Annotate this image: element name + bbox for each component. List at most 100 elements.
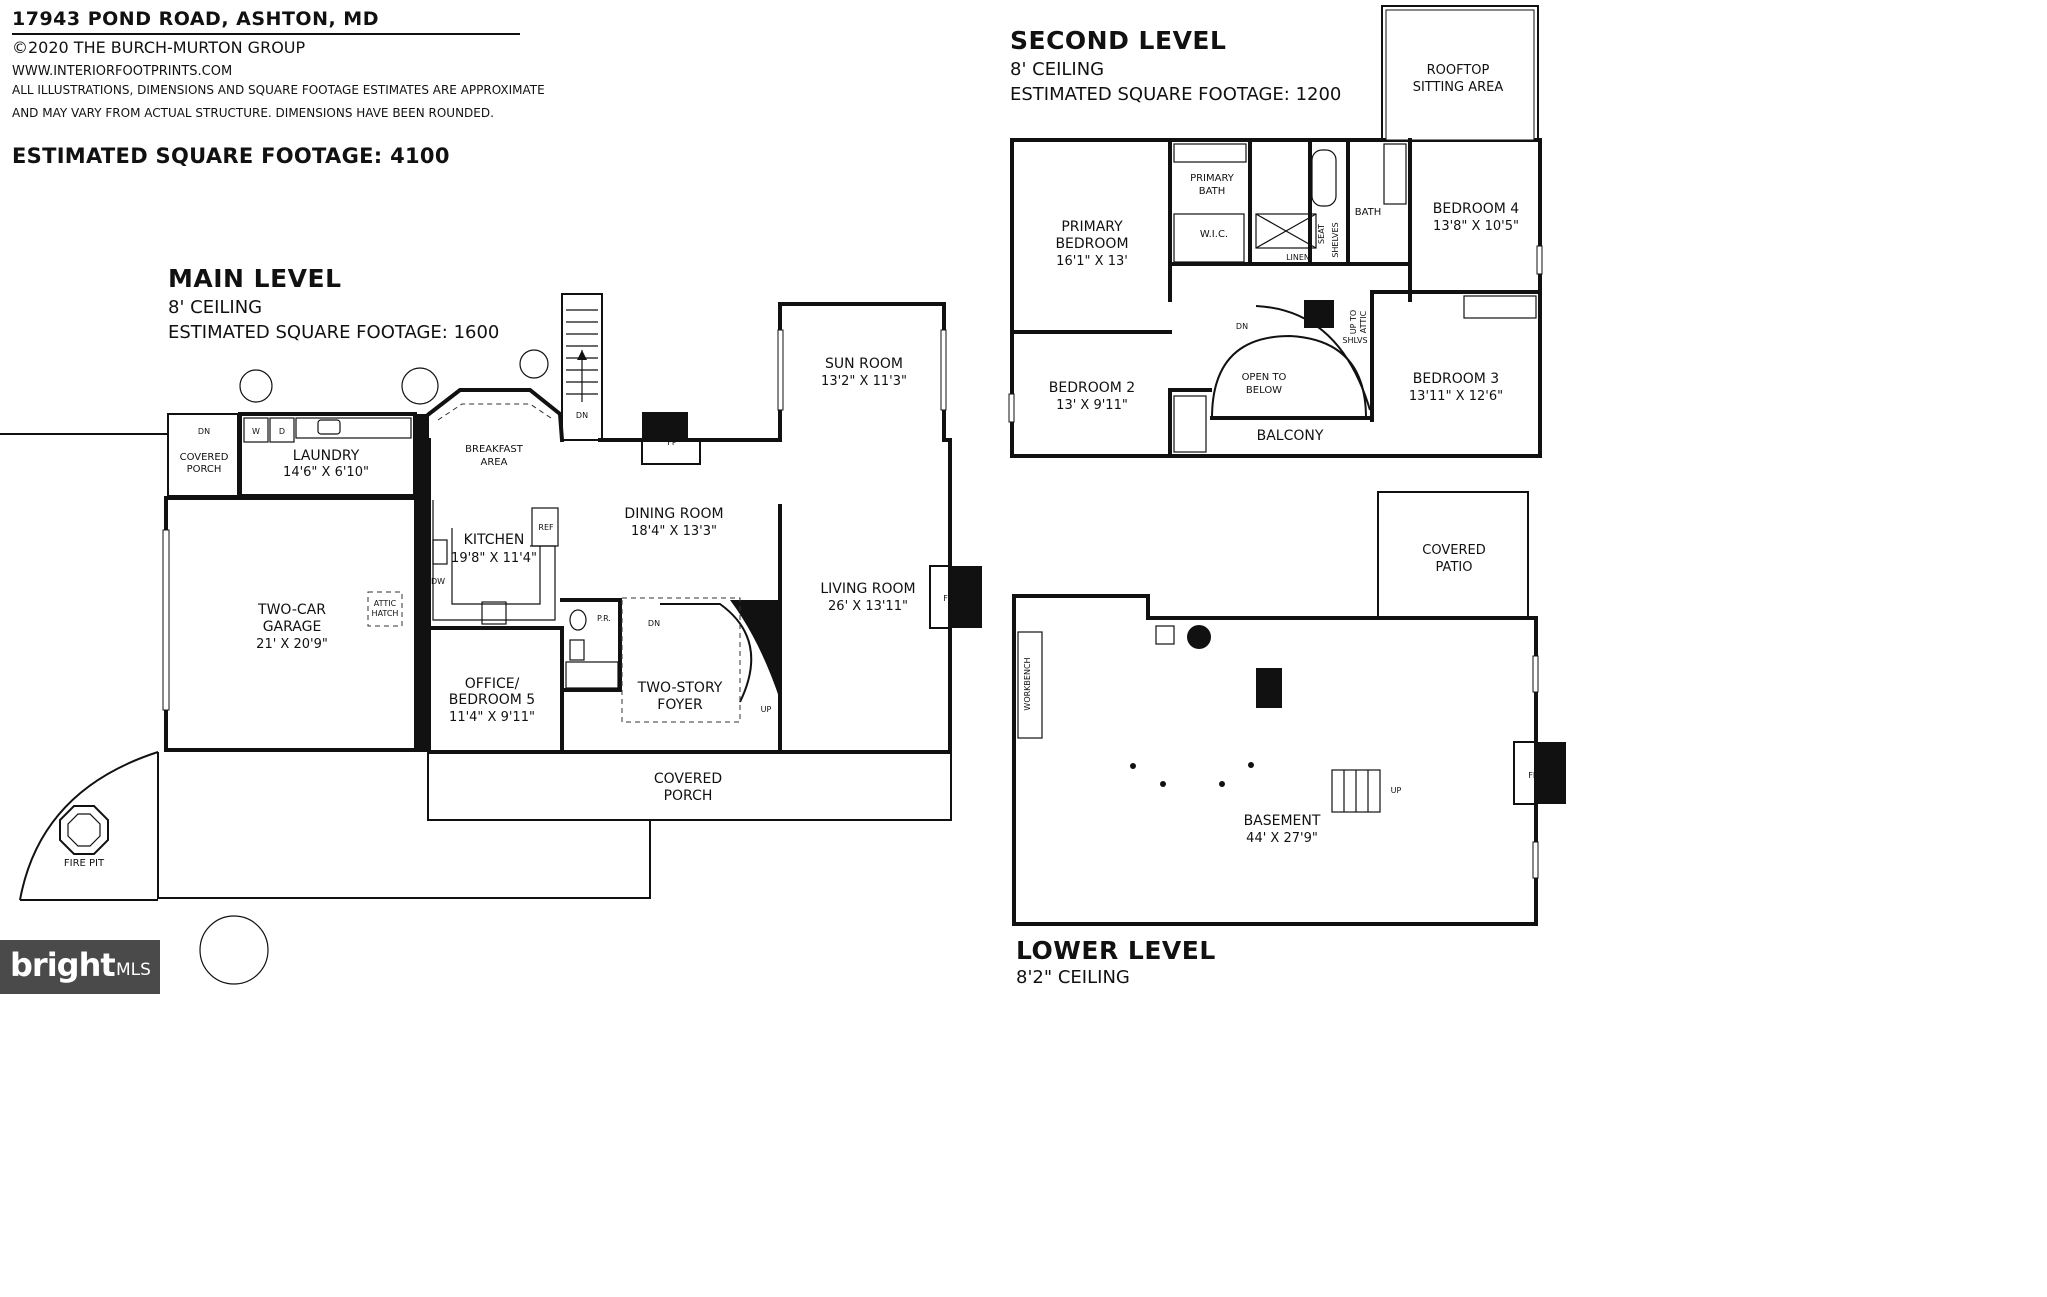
breakfast-label-2: AREA xyxy=(481,457,508,468)
total-square-footage: ESTIMATED SQUARE FOOTAGE: 4100 xyxy=(12,144,450,168)
shrub-2 xyxy=(401,367,439,405)
attic-hatch-label-2: HATCH xyxy=(372,609,399,618)
basement-up-label: UP xyxy=(1391,786,1402,795)
disclaimer-line-2: AND MAY VARY FROM ACTUAL STRUCTURE. DIME… xyxy=(12,106,494,120)
patio-arc xyxy=(19,751,159,901)
dining-hearth xyxy=(641,439,701,465)
foyer-open-area xyxy=(621,597,741,723)
main-level-title: MAIN LEVEL xyxy=(168,264,342,293)
rooftop-label-1: ROOFTOP xyxy=(1427,63,1490,78)
covered-patio-label-2: PATIO xyxy=(1436,560,1473,575)
washer xyxy=(243,417,269,443)
garage-door xyxy=(162,529,170,711)
main-level-sqft: ESTIMATED SQUARE FOOTAGE: 1600 xyxy=(168,322,500,343)
laundry-dimensions: 14'6" X 6'10" xyxy=(283,465,369,480)
second-level-title: SECOND LEVEL xyxy=(1010,26,1227,55)
kitchen-label: KITCHEN xyxy=(464,532,525,548)
lower-level-plan: COVERED PATIO WORKBENCH FP UP BASEMENT 4… xyxy=(1012,491,1566,926)
workbench-label: WORKBENCH xyxy=(1023,657,1032,710)
bedroom2-closet xyxy=(1173,395,1207,453)
second-level-sqft: ESTIMATED SQUARE FOOTAGE: 1200 xyxy=(1010,84,1342,105)
refrigerator xyxy=(531,507,559,547)
copyright-notice: ©2020 THE BURCH-MURTON GROUP xyxy=(12,38,306,57)
basement-fp-label: FP xyxy=(1528,771,1538,780)
sun-room-label: SUN ROOM xyxy=(825,356,903,372)
linen-label: LINEN xyxy=(1286,253,1310,262)
attic-hatch-outline xyxy=(367,591,403,627)
bright-mls-logo: bright MLS xyxy=(0,940,160,994)
shelves-label: SHELVES xyxy=(1331,222,1340,257)
side-porch-label-1: COVERED xyxy=(180,452,229,463)
living-hearth xyxy=(929,565,951,629)
utility-sink xyxy=(1155,625,1175,645)
wic-label: W.I.C. xyxy=(1200,229,1228,240)
pr-sink xyxy=(569,639,585,661)
office-dimensions: 11'4" X 9'11" xyxy=(449,710,535,725)
front-porch-label-1: COVERED xyxy=(654,771,722,787)
second-level-heading: SECOND LEVEL 8' CEILING ESTIMATED SQUARE… xyxy=(1010,26,1341,105)
pr-toilet xyxy=(569,609,587,631)
logo-suffix: MLS xyxy=(116,960,151,980)
front-porch-label-2: PORCH xyxy=(664,788,713,804)
dining-dimensions: 18'4" X 13'3" xyxy=(631,524,717,539)
garage-label-2: GARAGE xyxy=(263,619,322,635)
covered-patio-label-1: COVERED xyxy=(1422,543,1485,558)
main-level-ceiling: 8' CEILING xyxy=(168,297,263,318)
foyer-label-1: TWO-STORY xyxy=(637,680,723,696)
north-stair xyxy=(561,293,603,441)
living-room-dimensions: 26' X 13'11" xyxy=(828,599,908,614)
stair-curve xyxy=(1255,305,1371,411)
bedroom-4-dimensions: 13'8" X 10'5" xyxy=(1433,219,1519,234)
logo-wordmark: bright xyxy=(10,946,116,984)
open-below-label-1: OPEN TO xyxy=(1242,372,1287,383)
seat-label: SEAT xyxy=(1317,224,1326,244)
ref-label: REF xyxy=(538,523,554,532)
bathtub xyxy=(1311,149,1337,207)
laundry-counter xyxy=(295,417,412,439)
office-label-2: BEDROOM 5 xyxy=(449,692,535,708)
pr-label: P.R. xyxy=(597,614,611,623)
rooftop-inner xyxy=(1385,9,1535,141)
dining-fp-label: FP xyxy=(667,438,677,447)
balcony-label: BALCONY xyxy=(1257,428,1324,444)
bath-label: BATH xyxy=(1355,207,1382,218)
dryer xyxy=(269,417,295,443)
workbench xyxy=(1017,631,1043,739)
bedroom-3-dimensions: 13'11" X 12'6" xyxy=(1409,389,1503,404)
main-level-plan: DN COVERED PORCH W D LAUNDRY 14'6" X 6'1… xyxy=(0,293,982,985)
foyer-label-2: FOYER xyxy=(657,697,703,713)
website-text: WWW.INTERIORFOOTPRINTS.COM xyxy=(12,64,233,79)
shrub-1 xyxy=(239,369,273,403)
bedroom3-closet xyxy=(1463,295,1537,319)
fire-pit xyxy=(59,805,109,855)
basement-dimensions: 44' X 27'9" xyxy=(1246,831,1318,846)
second-level-plan: ROOFTOP SITTING AREA PRIMARY BEDROOM 16'… xyxy=(1008,5,1543,458)
front-porch xyxy=(427,751,952,821)
dining-label: DINING ROOM xyxy=(624,506,723,522)
stair-void xyxy=(730,600,780,700)
primary-bedroom-dimensions: 16'1" X 13' xyxy=(1056,254,1128,269)
sun-room-dimensions: 13'2" X 11'3" xyxy=(821,374,907,389)
side-porch-dn-label: DN xyxy=(198,427,210,436)
patio-outline xyxy=(157,752,651,899)
closet-shelves xyxy=(565,661,619,689)
main-level-heading: MAIN LEVEL 8' CEILING ESTIMATED SQUARE F… xyxy=(168,264,499,343)
attic-hatch-label-1: ATTIC xyxy=(374,599,397,608)
sun-room-window-left xyxy=(777,329,784,411)
shower xyxy=(1255,213,1317,249)
primary-bath-label-2: BATH xyxy=(1199,186,1226,197)
basement-label: BASEMENT xyxy=(1244,813,1321,829)
office-label-1: OFFICE/ xyxy=(465,676,520,692)
up-to-attic-label-1: UP TO xyxy=(1349,310,1358,334)
breakfast-bay xyxy=(426,388,565,443)
floor-plan: .w { stroke:#111; stroke-width:4; fill:n… xyxy=(0,5,1566,985)
shlvs-label: SHLVS xyxy=(1342,336,1367,345)
breakfast-label-1: BREAKFAST xyxy=(465,444,524,455)
north-stair-dn-label: DN xyxy=(576,411,588,420)
cooktop xyxy=(481,601,507,625)
lower-level-ceiling: 8'2" CEILING xyxy=(1016,967,1130,988)
water-heater xyxy=(1187,625,1211,649)
bedroom4-closet xyxy=(1383,143,1407,205)
wic xyxy=(1173,213,1245,263)
washer-label: W xyxy=(252,427,260,436)
